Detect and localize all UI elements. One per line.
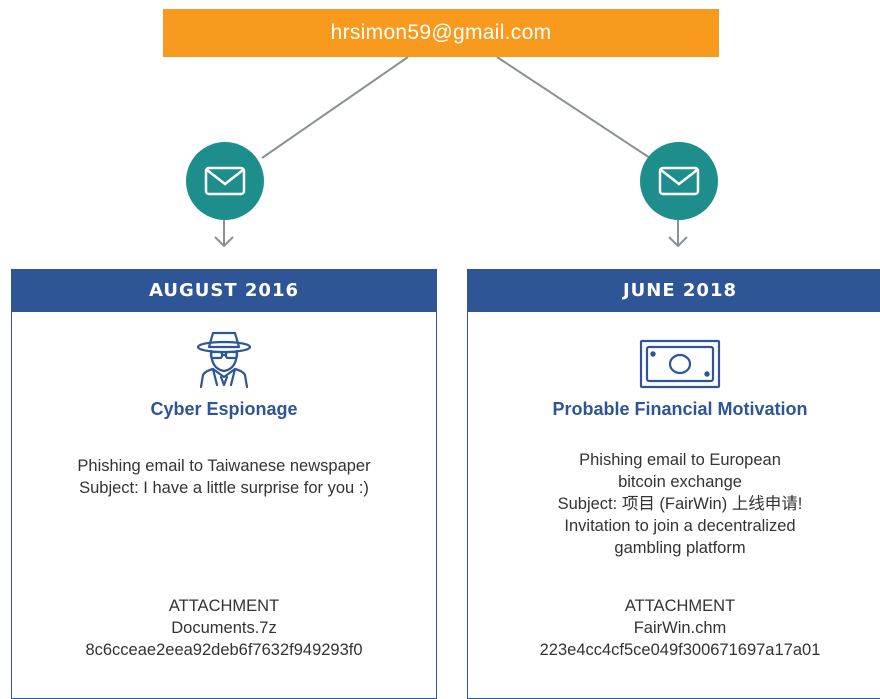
source-email: hrsimon59@gmail.com [330,21,552,44]
attachment-file: FairWin.chm [633,619,727,637]
attachment-file: Documents.7z [171,619,277,637]
description-line: Phishing email to Taiwanese newspaper [77,457,371,475]
money-icon [639,339,721,394]
card-title: Probable Financial Motivation [552,399,808,419]
description-line: gambling platform [614,539,746,557]
attachment-label: ATTACHMENT [624,597,736,615]
envelope-icon [204,166,246,196]
attachment-info: ATTACHMENT FairWin.chm 223e4cc4cf5ce049f… [468,595,880,661]
card-description: Phishing email to European bitcoin excha… [488,449,872,559]
source-email-box: hrsimon59@gmail.com [163,9,719,57]
connector-left [261,56,409,159]
email-node-right [640,142,718,220]
description-line: Invitation to join a decentralized [564,517,796,535]
card-description: Phishing email to Taiwanese newspaper Su… [32,455,416,499]
campaign-card-2016: AUGUST 2016 Cyber Espionage Phishing ema… [11,269,437,699]
arrow-down-icon [214,219,234,248]
email-node-left [186,142,264,220]
card-title: Cyber Espionage [150,399,298,419]
description-line: bitcoin exchange [618,473,742,491]
attachment-info: ATTACHMENT Documents.7z 8c6cceae2eea92de… [12,595,436,661]
arrow-down-icon [668,219,688,248]
description-line: Subject: I have a little surprise for yo… [79,479,369,497]
attachment-hash: 8c6cceae2eea92deb6f7632f949293f0 [85,641,363,659]
attachment-hash: 223e4cc4cf5ce049f300671697a17a01 [539,641,821,659]
connector-right [496,56,654,161]
card-date: AUGUST 2016 [12,269,436,312]
envelope-icon [658,166,700,196]
card-date: JUNE 2018 [468,269,880,312]
spy-icon [191,329,257,394]
attachment-label: ATTACHMENT [168,597,280,615]
description-line: Phishing email to European [579,451,781,469]
campaign-card-2018: JUNE 2018 Probable Financial Motivation … [467,269,880,699]
description-line: Subject: 项目 (FairWin) 上线申请! [557,495,803,513]
